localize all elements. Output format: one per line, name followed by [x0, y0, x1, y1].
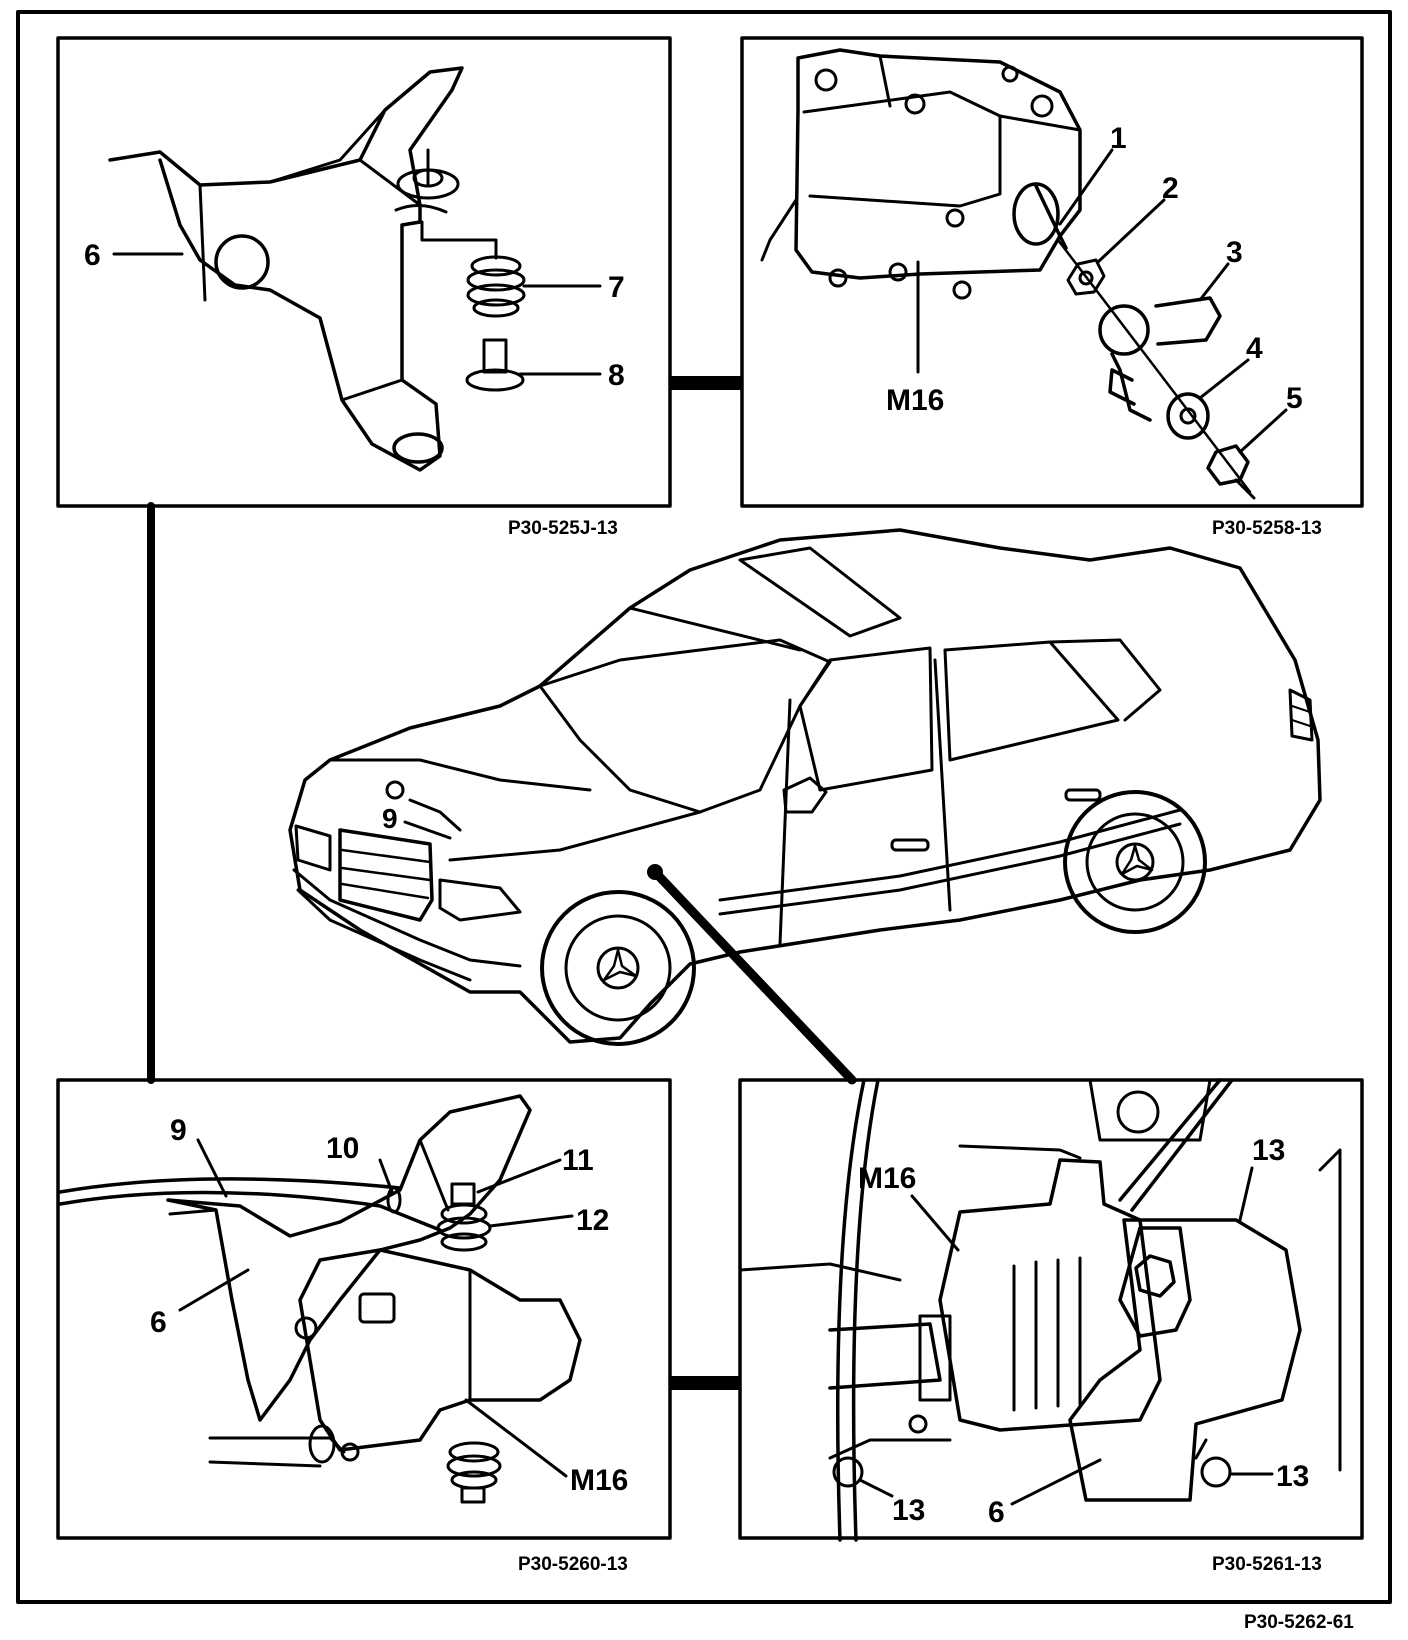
- car-illustration: [288, 528, 1322, 1046]
- br-caption: P30-5261-13: [1212, 1554, 1322, 1575]
- br-label-13-top: 13: [1252, 1134, 1285, 1167]
- connector-bottom: [670, 1376, 740, 1390]
- tl-label-7: 7: [608, 271, 625, 304]
- outer-frame: [16, 10, 1392, 1604]
- tr-caption: P30-5258-13: [1212, 518, 1322, 539]
- bl-label-12: 12: [576, 1204, 609, 1237]
- bl-label-m16: M16: [570, 1464, 628, 1497]
- tr-label-1: 1: [1110, 122, 1127, 155]
- connector-car-pointer: [650, 867, 857, 1085]
- bl-label-10: 10: [326, 1132, 359, 1165]
- actuator-mount-drawing-bottom-left: [58, 1094, 582, 1504]
- bl-label-9: 9: [170, 1114, 187, 1147]
- tl-label-6: 6: [84, 239, 101, 272]
- tr-label-5: 5: [1286, 382, 1303, 415]
- tr-label-3: 3: [1226, 236, 1243, 269]
- bracket-drawing-top-left: [108, 66, 602, 472]
- installed-actuator-drawing-bottom-right: [738, 1078, 1342, 1542]
- panel-top-left-frame: [56, 36, 672, 508]
- panel-bottom-left-frame: [56, 1078, 672, 1540]
- tr-label-m16: M16: [886, 384, 944, 417]
- center-label-9: 9: [382, 803, 398, 834]
- tl-caption: P30-525J-13: [508, 518, 618, 539]
- br-label-6: 6: [988, 1496, 1005, 1529]
- panel-top-right-frame: [740, 36, 1364, 508]
- panel-bottom-right-frame: [738, 1078, 1364, 1540]
- br-label-m16: M16: [858, 1162, 916, 1195]
- tr-label-4: 4: [1246, 332, 1263, 365]
- tr-label-2: 2: [1162, 172, 1179, 205]
- car-location-dot: [647, 864, 663, 880]
- tl-label-8: 8: [608, 359, 625, 392]
- br-label-13-right: 13: [1276, 1460, 1309, 1493]
- bl-label-11: 11: [562, 1144, 594, 1177]
- br-label-13-left: 13: [892, 1494, 925, 1527]
- figure-id: P30-5262-61: [1244, 1612, 1354, 1633]
- connector-top: [670, 376, 742, 390]
- actuator-drawing-top-right: [760, 48, 1288, 500]
- bl-label-6: 6: [150, 1306, 167, 1339]
- bl-caption: P30-5260-13: [518, 1554, 628, 1575]
